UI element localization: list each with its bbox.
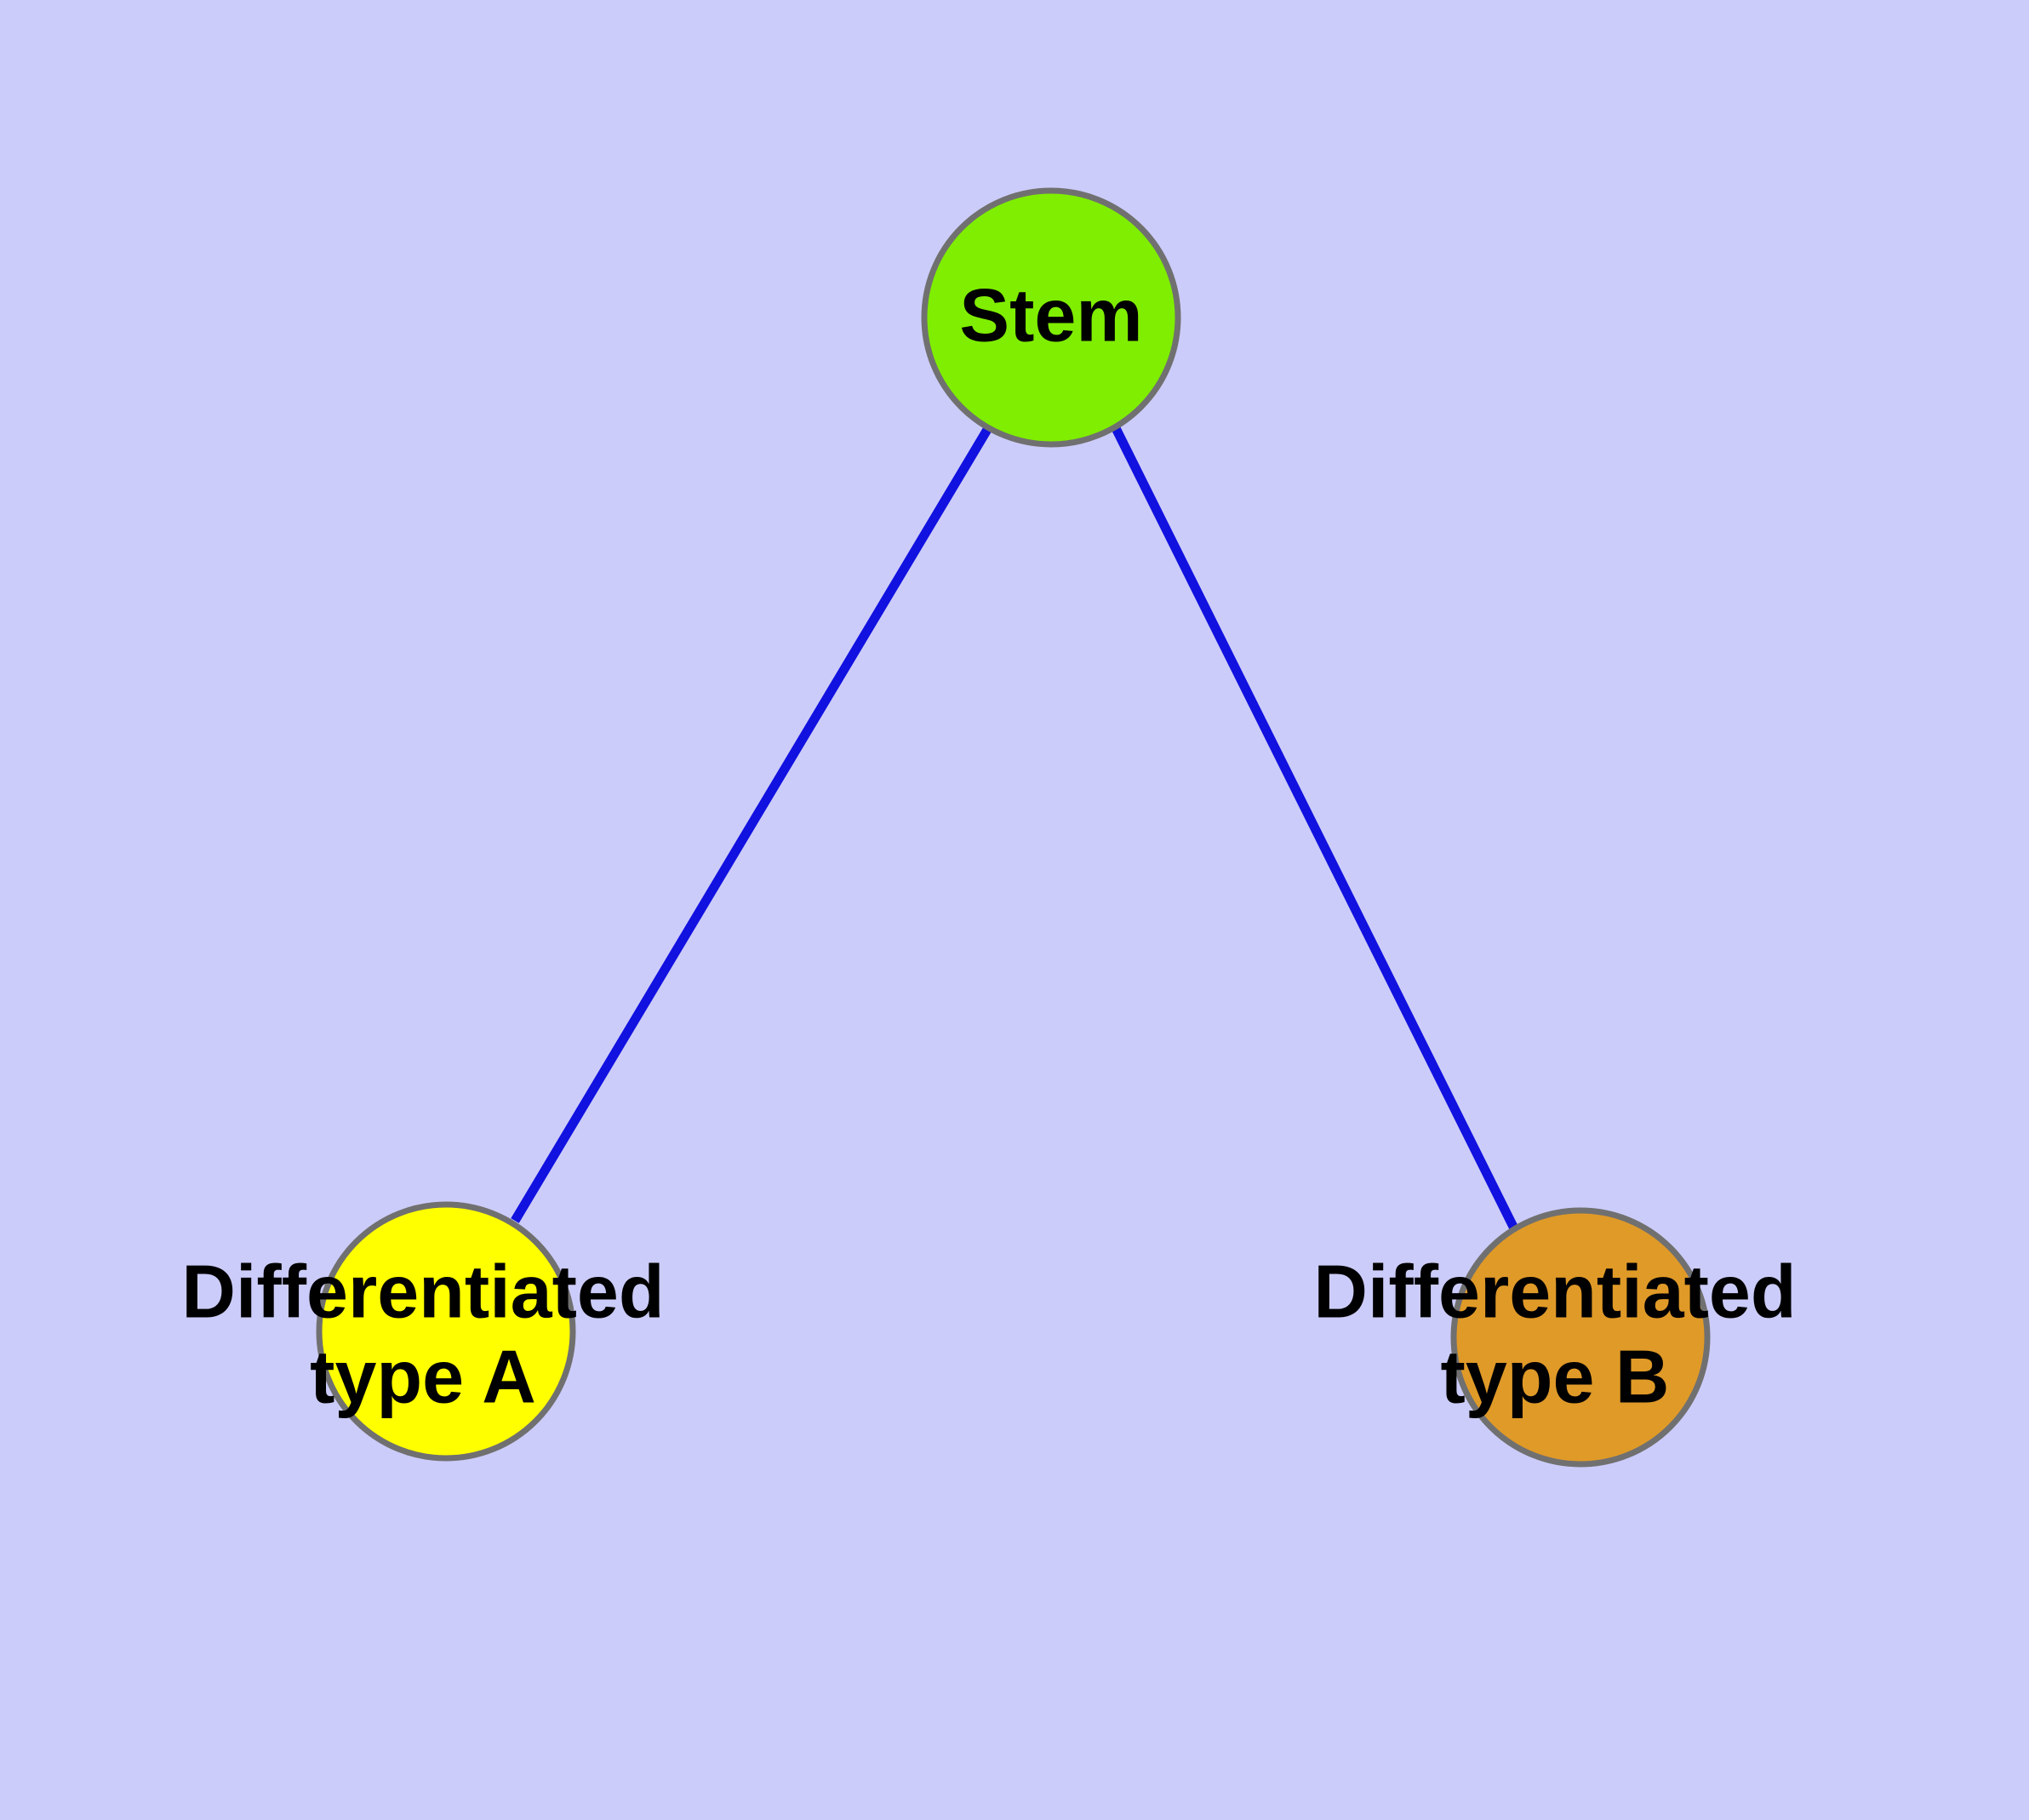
node-differentiated-type-a-circle[interactable] (316, 1201, 576, 1462)
node-differentiated-type-b-label-line-1: Differentiated (1313, 1249, 1796, 1333)
label-layer: Differentiated type A Differentiated typ… (181, 1249, 1796, 1418)
edge-stem-to-differentiated-type-a[interactable] (511, 426, 992, 1223)
node-stem[interactable]: Stem (921, 187, 1181, 448)
node-differentiated-type-a[interactable] (316, 1201, 576, 1462)
node-stem-circle[interactable] (921, 187, 1181, 448)
node-stem-label-line-1: Stem (959, 272, 1142, 357)
node-differentiated-type-b-label-line-2: type B (1441, 1334, 1670, 1418)
node-layer: Stem (316, 187, 1711, 1468)
node-differentiated-type-b[interactable] (1450, 1207, 1711, 1468)
node-differentiated-type-a-label-line-2: type A (310, 1334, 536, 1418)
node-differentiated-type-b-circle[interactable] (1450, 1207, 1711, 1468)
edge-layer (511, 426, 1518, 1231)
edge-stem-to-differentiated-type-b[interactable] (1112, 426, 1518, 1231)
node-differentiated-type-a-label-line-1: Differentiated (181, 1249, 664, 1333)
